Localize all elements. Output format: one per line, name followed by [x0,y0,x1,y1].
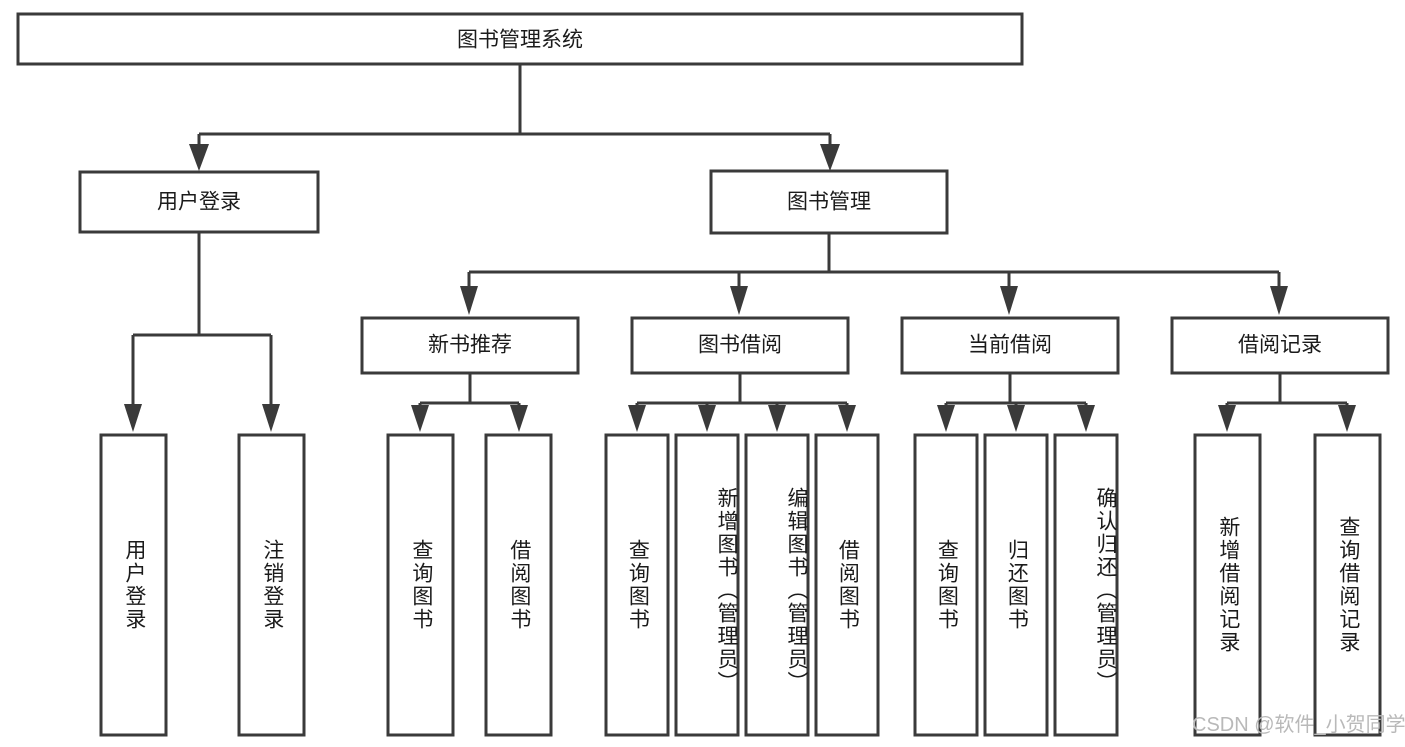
arrow-head-leaf-query-book-3 [937,405,955,432]
node-leaf-query-book-3-box[interactable] [913,433,979,737]
node-leaf-edit-book-box[interactable] [744,433,810,737]
node-new-book-rec[interactable]: 新书推荐 [360,316,580,375]
arrow-head-book-borrow [730,286,748,315]
arrow-head-leaf-return-book [1007,405,1025,432]
node-borrow-record[interactable]: 借阅记录 [1170,316,1390,375]
node-leaf-confirm-return-box[interactable] [1053,433,1119,737]
connector-group-user-login [124,232,280,432]
node-leaf-borrow-book-2-box[interactable] [814,433,880,737]
arrow-head-leaf-confirm-return [1077,405,1095,432]
arrow-head-leaf-query-record [1338,405,1356,432]
connector-group-book-manage [460,233,1288,315]
node-leaf-user-logout-box[interactable] [237,433,306,737]
arrow-head-current-borrow [1000,286,1018,315]
node-leaf-query-book-2-box[interactable] [604,433,670,737]
node-borrow-record-label: 借阅记录 [1238,334,1322,357]
connector-group-current-borrow [937,373,1095,432]
node-new-book-rec-label: 新书推荐 [428,334,512,357]
node-book-borrow-box[interactable] [630,316,850,375]
leaf-box-group [99,433,1382,737]
arrow-head-user-login [189,144,209,171]
node-leaf-borrow-book-1-box[interactable] [484,433,553,737]
node-leaf-user-login-box[interactable] [99,433,168,737]
node-root-label: 图书管理系统 [457,29,583,52]
arrow-head-leaf-edit-book [768,405,786,432]
arrow-head-leaf-query-book-2 [628,405,646,432]
node-user-login-label: 用户登录 [157,191,241,214]
connector-group-root [189,64,840,171]
arrow-head-borrow-record [1270,286,1288,315]
node-new-book-rec-box[interactable] [360,316,580,375]
arrow-head-leaf-user-logout [262,404,280,432]
node-book-borrow-label: 图书借阅 [698,334,782,357]
arrow-head-leaf-add-record [1218,405,1236,432]
node-user-login[interactable]: 用户登录 [78,170,320,234]
node-user-login-box[interactable] [78,170,320,234]
arrow-head-new-book-rec [460,286,478,315]
node-book-borrow[interactable]: 图书借阅 [630,316,850,375]
node-leaf-add-book-box[interactable] [674,433,740,737]
node-leaf-add-record-box[interactable] [1193,433,1262,737]
node-borrow-record-box[interactable] [1170,316,1390,375]
arrow-head-leaf-query-book-1 [411,405,429,432]
connector-group-new-book-rec [411,373,528,432]
node-current-borrow[interactable]: 当前借阅 [900,316,1120,375]
arrow-head-leaf-add-book [698,405,716,432]
node-leaf-return-book-box[interactable] [983,433,1049,737]
node-book-manage-label: 图书管理 [787,191,871,214]
node-book-manage-box[interactable] [709,169,949,235]
connector-group-borrow-record [1218,373,1356,432]
node-current-borrow-box[interactable] [900,316,1120,375]
connector-group-book-borrow [628,373,856,432]
node-root[interactable]: 图书管理系统 [16,12,1024,66]
node-current-borrow-label: 当前借阅 [968,334,1052,357]
arrow-head-leaf-user-login [124,404,142,432]
arrow-head-leaf-borrow-book-1 [510,405,528,432]
node-leaf-query-book-1-box[interactable] [386,433,455,737]
watermark-label: CSDN @软件_小贺同学 [1192,713,1405,736]
arrow-head-leaf-borrow-book-2 [838,405,856,432]
node-leaf-query-record-box[interactable] [1313,433,1382,737]
node-root-box[interactable] [16,12,1024,66]
arrow-head-book-manage [820,144,840,171]
node-book-manage[interactable]: 图书管理 [709,169,949,235]
